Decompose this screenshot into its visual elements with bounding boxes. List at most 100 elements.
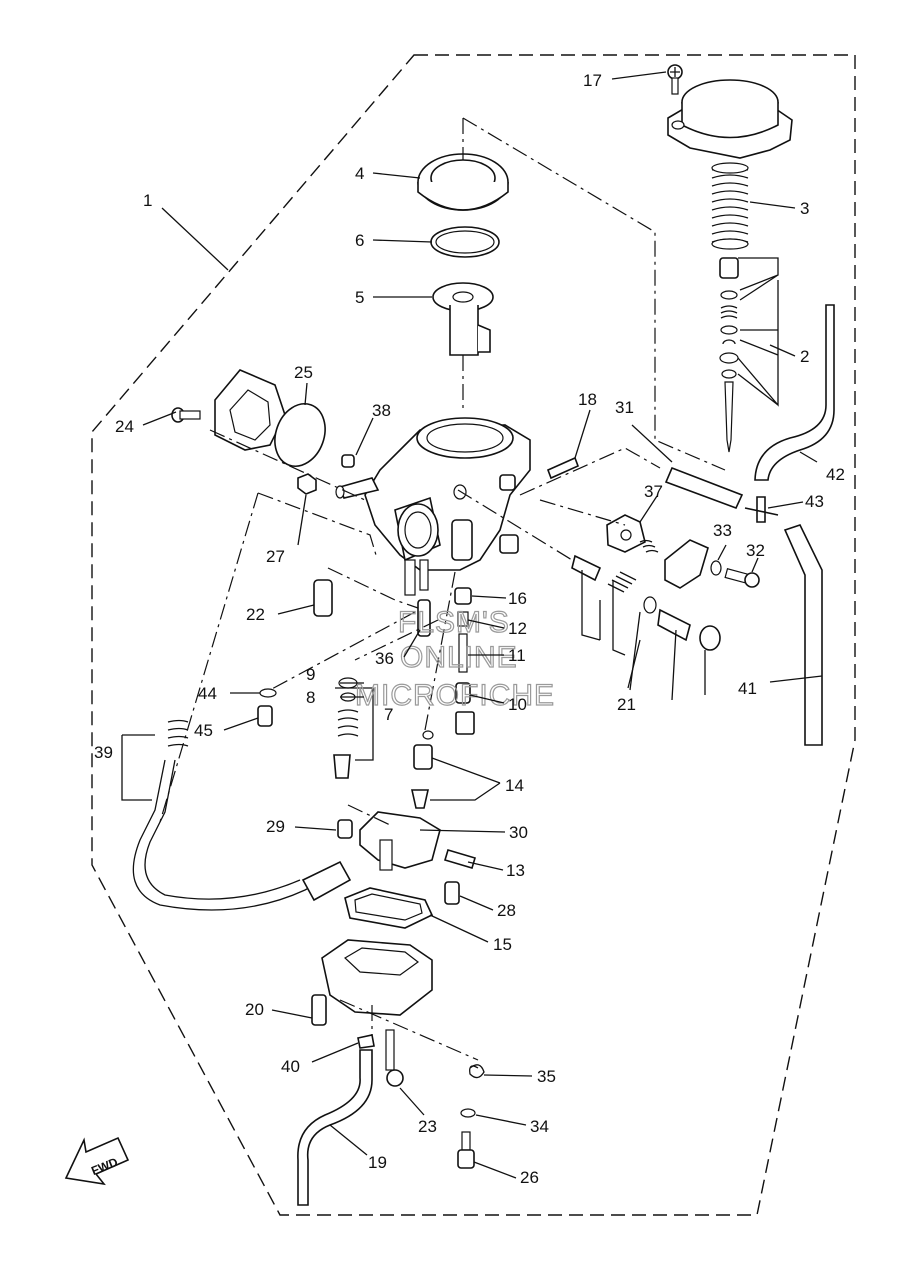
callout-28: 28 <box>497 901 516 920</box>
callout-33: 33 <box>713 521 732 540</box>
callout-20: 20 <box>245 1000 264 1019</box>
part-cap-cover <box>667 79 793 159</box>
part-5-piston <box>432 282 494 356</box>
watermark-line3: MICROFICHE <box>355 679 555 712</box>
callout-22: 22 <box>246 605 265 624</box>
callout-42: 42 <box>826 465 845 484</box>
part-32-screw <box>724 568 760 588</box>
part-24-bolt <box>171 407 201 423</box>
callout-2: 2 <box>800 347 809 366</box>
part-11-needle-jet <box>458 633 468 673</box>
part-20-screw <box>311 994 327 1026</box>
part-37-plate <box>606 514 659 553</box>
callout-17: 17 <box>583 71 602 90</box>
part-22-plug <box>313 579 333 617</box>
callout-9: 9 <box>306 665 315 684</box>
callout-11: 11 <box>508 646 526 665</box>
assembly-lines <box>159 117 726 1061</box>
callout-36: 36 <box>375 649 394 668</box>
callout-27: 27 <box>266 547 285 566</box>
part-4-diaphragm <box>417 153 509 211</box>
part-12-jet <box>457 611 469 627</box>
callout-23: 23 <box>418 1117 437 1136</box>
part-13-pin <box>444 849 476 869</box>
part-27-nut <box>297 473 317 495</box>
callout-labels: 1 2 3 4 5 6 7 8 9 10 11 12 13 14 15 16 1… <box>94 71 845 1187</box>
callout-32: 32 <box>746 541 765 560</box>
callout-1: 1 <box>143 191 152 210</box>
watermark-line2: ONLINE <box>400 641 518 674</box>
callout-44: 44 <box>198 684 217 703</box>
callout-43: 43 <box>805 492 824 511</box>
callout-7: 7 <box>384 705 393 724</box>
callout-19: 19 <box>368 1153 387 1172</box>
callout-15: 15 <box>493 935 512 954</box>
callout-8: 8 <box>306 688 315 707</box>
part-2-needle-set <box>719 257 779 453</box>
part-34-washer <box>460 1108 476 1118</box>
watermark-line1: FLSM'S <box>398 606 510 639</box>
callout-6: 6 <box>355 231 364 250</box>
callout-10: 10 <box>508 695 527 714</box>
part-18-fitting <box>546 456 580 480</box>
assembly-boundary <box>91 54 856 1216</box>
part-14-float-valve <box>411 711 475 809</box>
part-10-main-jet <box>455 682 471 704</box>
part-23-drain-screw <box>385 1029 404 1087</box>
part-3-spring <box>711 162 749 250</box>
part-7-pilot-screw <box>333 687 374 779</box>
part-17-screw <box>667 64 683 95</box>
callout-35: 35 <box>537 1067 556 1086</box>
part-21-pilot-screw-set <box>571 554 721 701</box>
callout-4: 4 <box>355 164 364 183</box>
callout-37: 37 <box>644 482 663 501</box>
part-39-cable <box>121 719 352 911</box>
callout-40: 40 <box>281 1057 300 1076</box>
float-bowl <box>321 939 433 1016</box>
callout-41: 41 <box>738 679 757 698</box>
part-26-screw <box>457 1131 475 1169</box>
part-38-plug <box>341 454 355 468</box>
leader-lines <box>142 71 823 1179</box>
part-42-hose <box>754 304 835 481</box>
part-28-screw <box>444 881 460 905</box>
fwd-arrow-icon: FWD <box>64 1136 130 1186</box>
callout-18: 18 <box>578 390 597 409</box>
part-6-o-ring <box>430 226 500 258</box>
part-44-washer <box>259 688 277 698</box>
callout-21: 21 <box>617 695 636 714</box>
part-16-jet <box>454 587 472 605</box>
part-45-screw <box>257 705 273 727</box>
callout-30: 30 <box>509 823 528 842</box>
callout-25: 25 <box>294 363 313 382</box>
callout-13: 13 <box>506 861 525 880</box>
part-25-gasket <box>214 369 326 467</box>
part-35-spring-clip <box>469 1064 485 1079</box>
callout-3: 3 <box>800 199 809 218</box>
callout-34: 34 <box>530 1117 549 1136</box>
part-29-screw <box>337 819 353 839</box>
part-19-hose <box>297 1049 373 1206</box>
carburetor-body <box>335 417 531 596</box>
part-15-gasket <box>344 887 434 929</box>
callout-39: 39 <box>94 743 113 762</box>
part-31-tube <box>664 466 744 510</box>
part-43-fitting <box>744 496 779 523</box>
callout-12: 12 <box>508 619 527 638</box>
callout-38: 38 <box>372 401 391 420</box>
part-41-hose <box>783 524 823 746</box>
callout-45: 45 <box>194 721 213 740</box>
callout-31: 31 <box>615 398 634 417</box>
callout-5: 5 <box>355 288 364 307</box>
callout-14: 14 <box>505 776 524 795</box>
part-30-float <box>359 811 441 871</box>
part-40-clamp <box>357 1034 375 1049</box>
part-36-jet <box>417 599 431 637</box>
part-33-lever <box>664 539 722 589</box>
callout-26: 26 <box>520 1168 539 1187</box>
callout-29: 29 <box>266 817 285 836</box>
callout-24: 24 <box>115 417 134 436</box>
callout-16: 16 <box>508 589 527 608</box>
